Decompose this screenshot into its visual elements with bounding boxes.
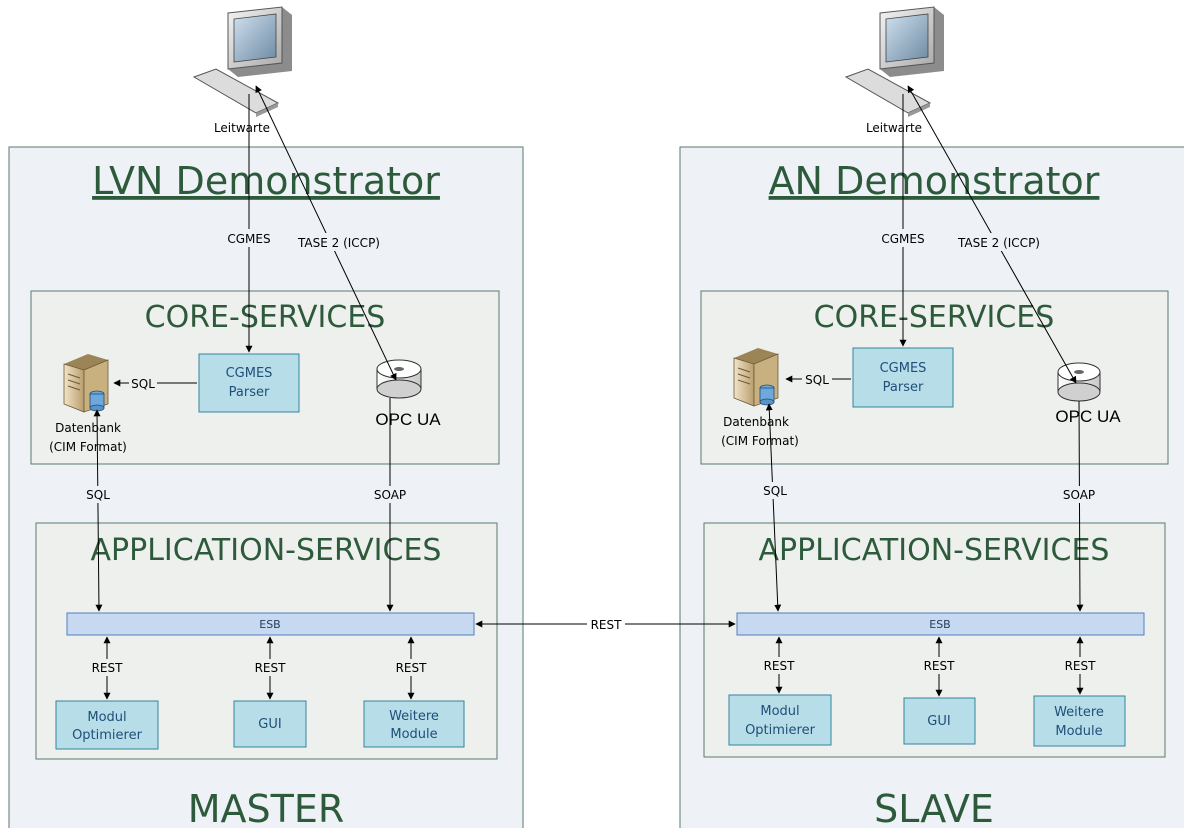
datenbank-server-icon [733,348,779,407]
modul-optimierer-box [728,694,832,746]
gui-label: GUI [258,717,281,732]
rest-label-2: REST [924,659,956,673]
tase-edge-label: TASE 2 (ICCP) [957,236,1040,250]
weitere-module-line2: Module [390,727,437,742]
sql-outer-label: SQL [86,488,110,502]
esb-rest-link-label: REST [591,618,623,632]
lvn-demonstrator-title: LVN Demonstrator [92,159,440,203]
esb-bar [736,612,1145,636]
datenbank-label-line2: (CIM Format) [49,440,127,454]
sql-outer-label: SQL [763,484,787,498]
rest-label-1: REST [92,661,124,675]
gui-label: GUI [927,714,950,729]
esb-bar [66,612,475,636]
application-services-title: APPLICATION-SERVICES [759,533,1110,568]
slave-side: AN Demonstrator Leitwarte CORE-SERVICES … [679,6,1184,828]
rest-label-2: REST [255,661,287,675]
master-label: MASTER [188,787,345,828]
an-demonstrator-title: AN Demonstrator [769,159,1100,203]
sql-inner-label: SQL [131,377,155,391]
cgmes-parser-line1: CGMES [880,361,927,376]
datenbank-server-icon [63,354,109,413]
core-services-title: CORE-SERVICES [814,300,1055,335]
cgmes-parser-line2: Parser [229,385,270,400]
master-side: LVN Demonstrator Leitwarte CORE-SERVICES… [8,6,524,828]
gui-box [903,697,976,745]
datenbank-label-line2: (CIM Format) [721,434,799,448]
weitere-module-box [363,700,465,748]
slave-label: SLAVE [874,787,994,828]
gui-box [233,700,307,748]
opc-ua-label: OPC UA [375,410,441,429]
soap-edge [1076,400,1084,612]
cgmes-edge-label: CGMES [881,232,924,246]
cgmes-edge-label: CGMES [227,232,270,246]
soap-label: SOAP [1063,488,1095,502]
modul-optimierer-box [55,700,159,750]
opc-ua-disk-icon [1057,362,1101,402]
sql-outer-edge [93,409,103,612]
rest-label-3: REST [396,661,428,675]
modul-optimierer-line2: Optimierer [72,728,143,743]
master-slave-rest-link: REST [475,616,736,632]
leitwarte-computer-icon [844,6,944,117]
tase-edge-label: TASE 2 (ICCP) [297,236,380,250]
core-services-title: CORE-SERVICES [145,300,386,335]
rest-label-3: REST [1065,659,1097,673]
application-services-title: APPLICATION-SERVICES [91,533,442,568]
opc-ua-label: OPC UA [1055,407,1121,426]
leitwarte-label: Leitwarte [866,121,922,135]
leitwarte-computer-icon [192,6,292,117]
cgmes-parser-box [852,347,954,408]
esb-label: ESB [929,618,950,631]
rest-label-1: REST [764,659,796,673]
weitere-module-line1: Weitere [389,709,439,724]
modul-optimierer-line1: Modul [760,704,799,719]
modul-optimierer-line1: Modul [87,710,126,725]
soap-label: SOAP [374,488,406,502]
modul-optimierer-line2: Optimierer [745,723,816,738]
weitere-module-box [1033,695,1126,747]
sql-inner-label: SQL [805,373,829,387]
leitwarte-label: Leitwarte [214,121,270,135]
datenbank-label-line1: Datenbank [723,415,789,429]
weitere-module-line1: Weitere [1054,705,1104,720]
cgmes-parser-line2: Parser [883,380,924,395]
cgmes-parser-line1: CGMES [226,366,273,381]
esb-label: ESB [259,618,280,631]
datenbank-label-line1: Datenbank [55,421,121,435]
opc-ua-disk-icon [376,359,422,399]
sql-outer-edge [765,403,782,612]
cgmes-parser-box [198,353,300,413]
weitere-module-line2: Module [1055,724,1102,739]
